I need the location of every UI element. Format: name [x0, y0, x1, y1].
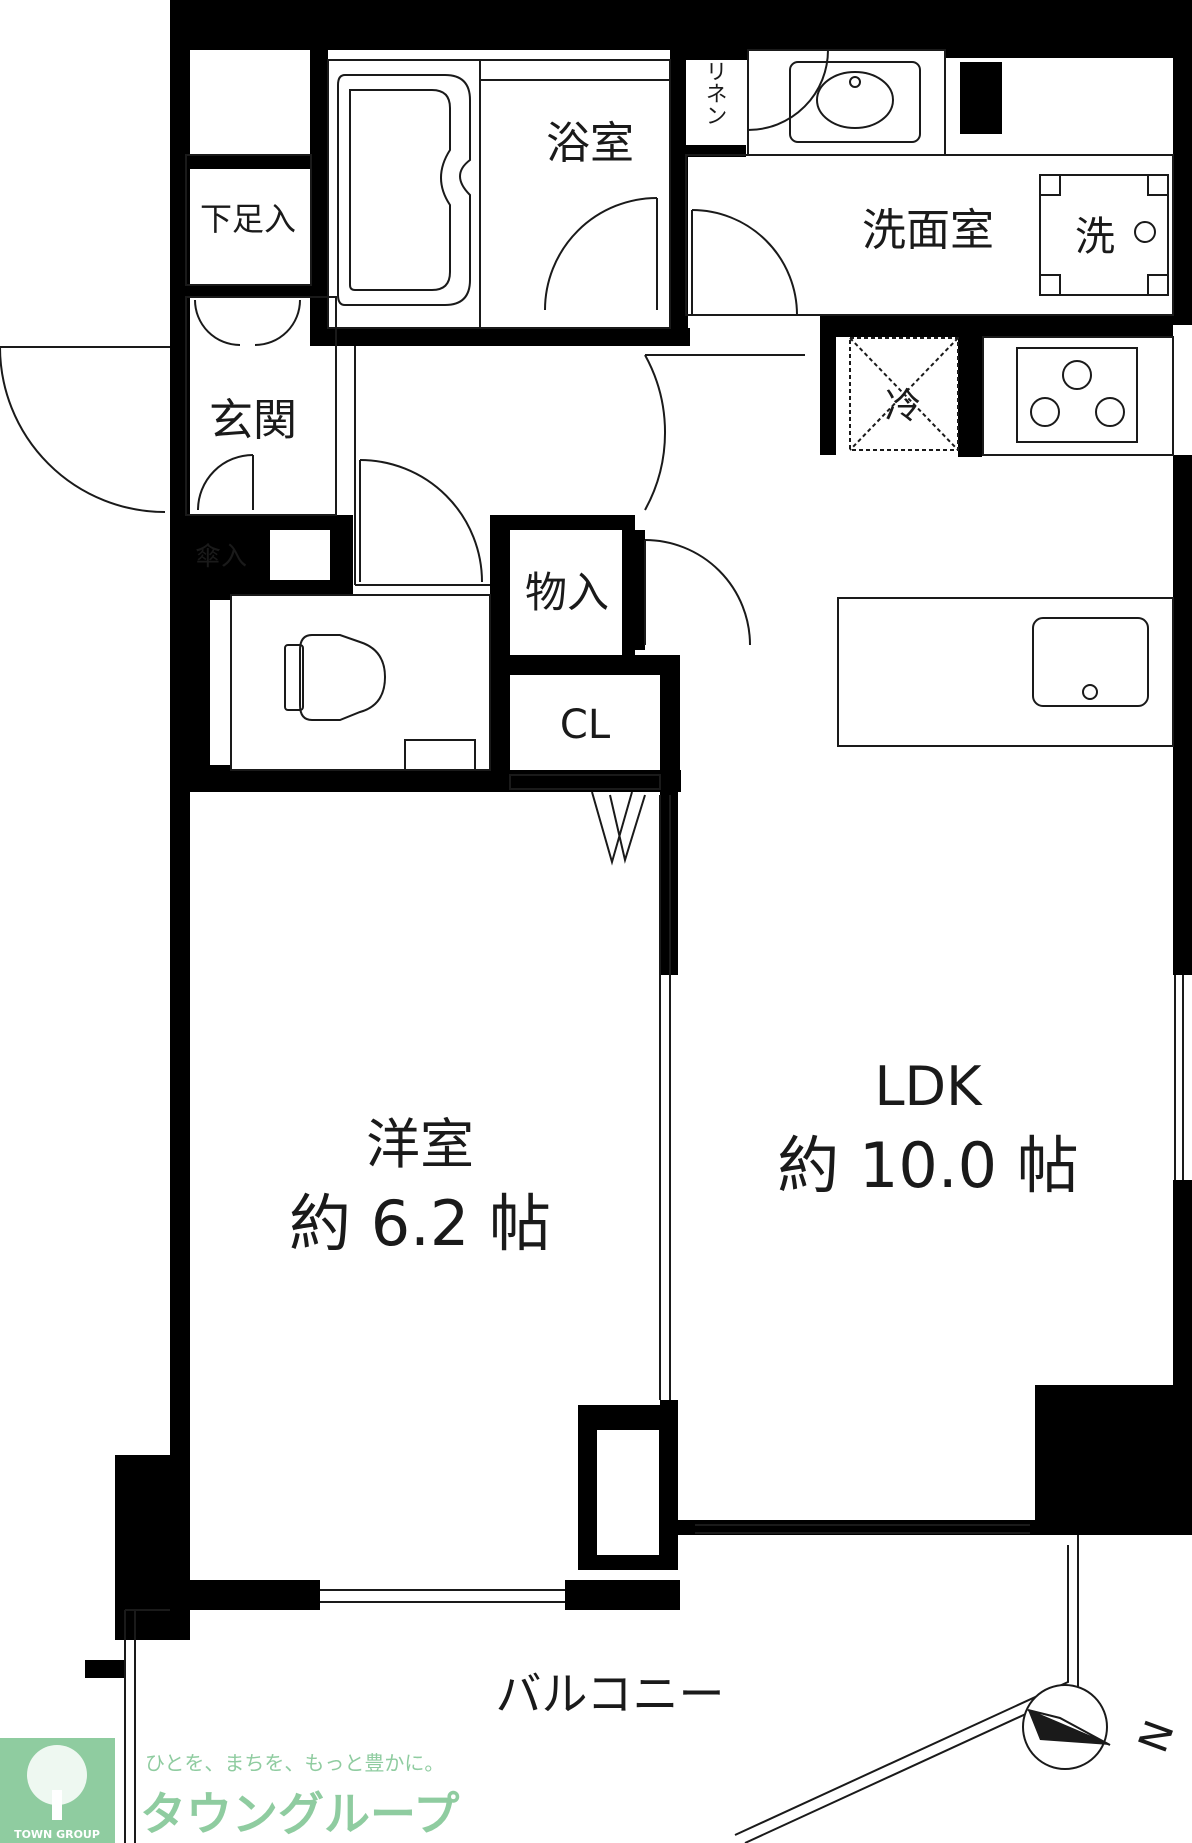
- label-shoe-box: 下足入: [200, 200, 296, 238]
- logo-name: タウングループ: [140, 1787, 459, 1841]
- walls: [85, 0, 1192, 1678]
- north-label: N: [1130, 1715, 1183, 1759]
- logo: TOWN GROUP ひとを、まちを、もっと豊かに。 タウングループ: [0, 1738, 459, 1843]
- label-linen: リネン: [702, 60, 727, 126]
- room-labels: 浴室 リネン 洗面室 洗 下足入 玄関 傘入 冷 物入 CL 洋室 約 6.2 …: [195, 60, 1115, 1721]
- label-bath: 浴室: [546, 118, 634, 169]
- doors: [0, 49, 1169, 866]
- label-ldk: LDK: [874, 1055, 983, 1118]
- label-ldk-size: 約 10.0 帖: [777, 1129, 1078, 1202]
- logo-tagline: ひとを、まちを、もっと豊かに。: [145, 1751, 444, 1775]
- logo-small-text: TOWN GROUP: [14, 1828, 100, 1841]
- label-western-room: 洋室: [366, 1113, 474, 1176]
- compass: N: [1022, 1684, 1184, 1770]
- label-washer: 洗: [1075, 214, 1115, 260]
- label-umbrella: 傘入: [195, 542, 247, 572]
- label-entrance: 玄関: [209, 395, 297, 446]
- label-balcony: バルコニー: [495, 1667, 724, 1721]
- label-storage: 物入: [525, 568, 609, 617]
- label-fridge: 冷: [885, 386, 921, 427]
- label-closet: CL: [560, 702, 611, 748]
- label-washroom: 洗面室: [862, 205, 994, 256]
- label-western-size: 約 6.2 帖: [289, 1187, 551, 1260]
